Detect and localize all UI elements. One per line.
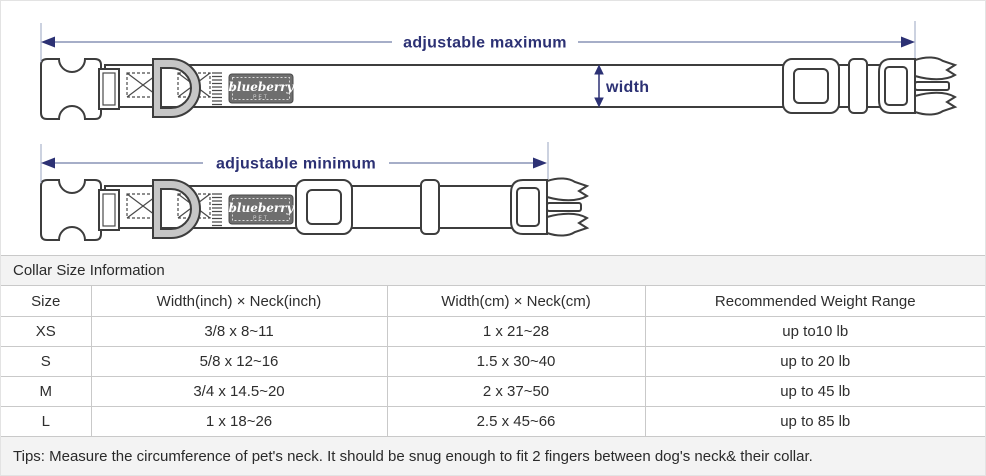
woven-loop — [212, 72, 222, 106]
cell-size: XS — [1, 316, 92, 347]
width-label: width — [605, 79, 649, 96]
buckle-strap-mount — [98, 68, 120, 110]
header-weight-range: Recommended Weight Range — [644, 286, 985, 317]
table-row: S 5/8 x 12~16 1.5 x 30~40 up to 20 lb — [1, 346, 985, 377]
dimension-adjustable-maximum: adjustable maximum — [40, 21, 916, 62]
table-row: M 3/4 x 14.5~20 2 x 37~50 up to 45 lb — [1, 376, 985, 407]
cell-size: M — [1, 376, 92, 407]
arrow-left-icon — [41, 36, 55, 48]
cell-width-cm: 1.5 x 30~40 — [386, 346, 646, 377]
collar-diagram-svg: blueberry PET — [40, 21, 958, 241]
cell-width-inch: 5/8 x 12~16 — [90, 346, 388, 377]
cell-weight: up to 85 lb — [644, 406, 985, 437]
cell-width-cm: 2.5 x 45~66 — [386, 406, 646, 437]
arrow-up-icon — [594, 64, 604, 75]
cell-width-inch: 1 x 18~26 — [90, 406, 388, 437]
header-size: Size — [1, 286, 92, 317]
cell-width-inch: 3/8 x 8~11 — [90, 316, 388, 347]
cell-width-inch: 3/4 x 14.5~20 — [90, 376, 388, 407]
collar-drawing-maximum: blueberry PET — [40, 56, 958, 120]
dimension-width: width — [594, 64, 649, 108]
section-title: Collar Size Information — [1, 255, 985, 286]
d-ring — [152, 58, 201, 118]
table-row: L 1 x 18~26 2.5 x 45~66 up to 85 lb — [1, 406, 985, 437]
collar-drawing-minimum — [40, 177, 588, 241]
collar-size-table: Size Width(inch) × Neck(inch) Width(cm) … — [1, 286, 985, 437]
buckle-male — [878, 56, 958, 116]
buckle-prong-middle — [914, 81, 950, 91]
adjustable-maximum-label: adjustable maximum — [403, 35, 567, 52]
tips-note: Tips: Measure the circumference of pet's… — [1, 437, 985, 475]
arrow-left-icon — [41, 157, 55, 169]
cell-size: L — [1, 406, 92, 437]
header-width-inch: Width(inch) × Neck(inch) — [90, 286, 388, 317]
arrow-right-icon — [901, 36, 915, 48]
cell-weight: up to 45 lb — [644, 376, 985, 407]
keeper-loop — [848, 58, 868, 114]
cell-width-cm: 2 x 37~50 — [386, 376, 646, 407]
header-width-cm: Width(cm) × Neck(cm) — [386, 286, 646, 317]
keeper-loop — [420, 179, 440, 235]
collar-left-assembly: blueberry PET — [40, 58, 295, 120]
table-row: XS 3/8 x 8~11 1 x 21~28 up to10 lb — [1, 316, 985, 347]
cell-width-cm: 1 x 21~28 — [386, 316, 646, 347]
cell-size: S — [1, 346, 92, 377]
adjustable-minimum-label: adjustable minimum — [216, 156, 376, 173]
table-header-row: Size Width(inch) × Neck(inch) Width(cm) … — [1, 286, 985, 317]
dimension-adjustable-minimum: adjustable minimum — [40, 142, 549, 183]
tri-glide-slider — [782, 58, 840, 114]
cell-weight: up to10 lb — [644, 316, 985, 347]
collar-diagrams: blueberry PET — [1, 1, 985, 255]
brand-sub: PET — [253, 95, 269, 101]
brand-label: blueberry PET — [228, 73, 295, 104]
cell-weight: up to 20 lb — [644, 346, 985, 377]
buckle-prong-bottom — [914, 91, 958, 116]
buckle-prong-top — [914, 56, 958, 81]
buckle-strap-mount-inner — [102, 72, 116, 106]
buckle-male — [510, 177, 588, 237]
arrow-right-icon — [533, 157, 547, 169]
arrow-down-icon — [594, 97, 604, 108]
buckle-female — [40, 58, 102, 120]
brand-name: blueberry — [229, 80, 295, 94]
tri-glide-slider — [295, 179, 353, 235]
